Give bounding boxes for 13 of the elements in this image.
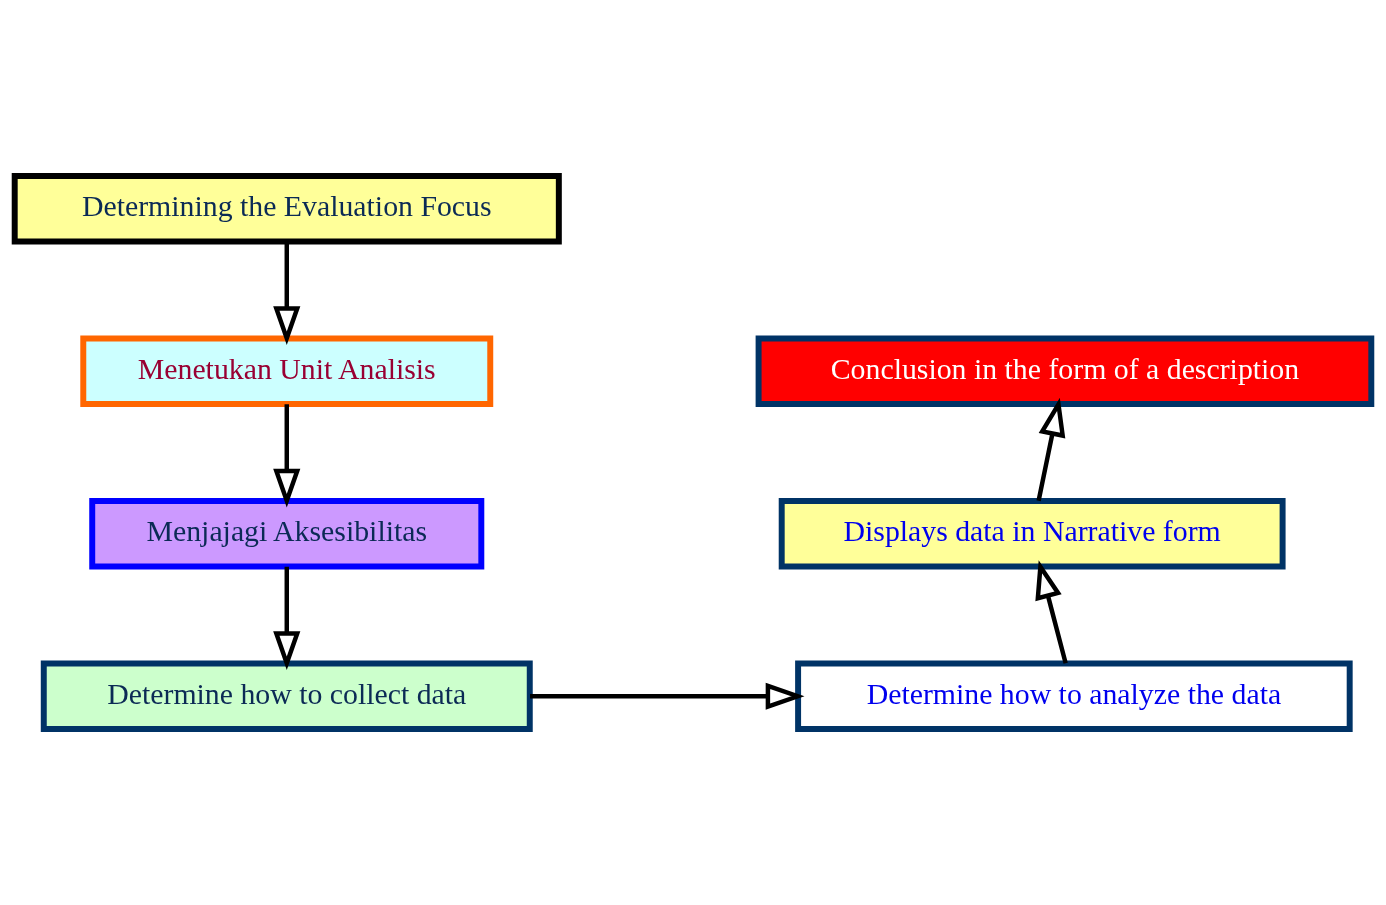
node-box: Menjajagi Aksesibilitas [89, 497, 485, 570]
node-box: Conclusion in the form of a description [755, 335, 1375, 408]
node-box: Determine how to analyze the data [795, 660, 1353, 732]
node-box: Menetukan Unit Analisis [80, 335, 494, 408]
arrow [1036, 397, 1066, 502]
arrow [273, 404, 301, 508]
arrow [530, 682, 805, 710]
node-box: Determining the Evaluation Focus [11, 173, 562, 245]
arrow [1035, 560, 1068, 664]
node-box: Determine how to collect data [40, 660, 533, 732]
arrow [273, 566, 301, 671]
node-box: Displays data in Narrative form [778, 497, 1286, 570]
arrow [273, 241, 301, 346]
